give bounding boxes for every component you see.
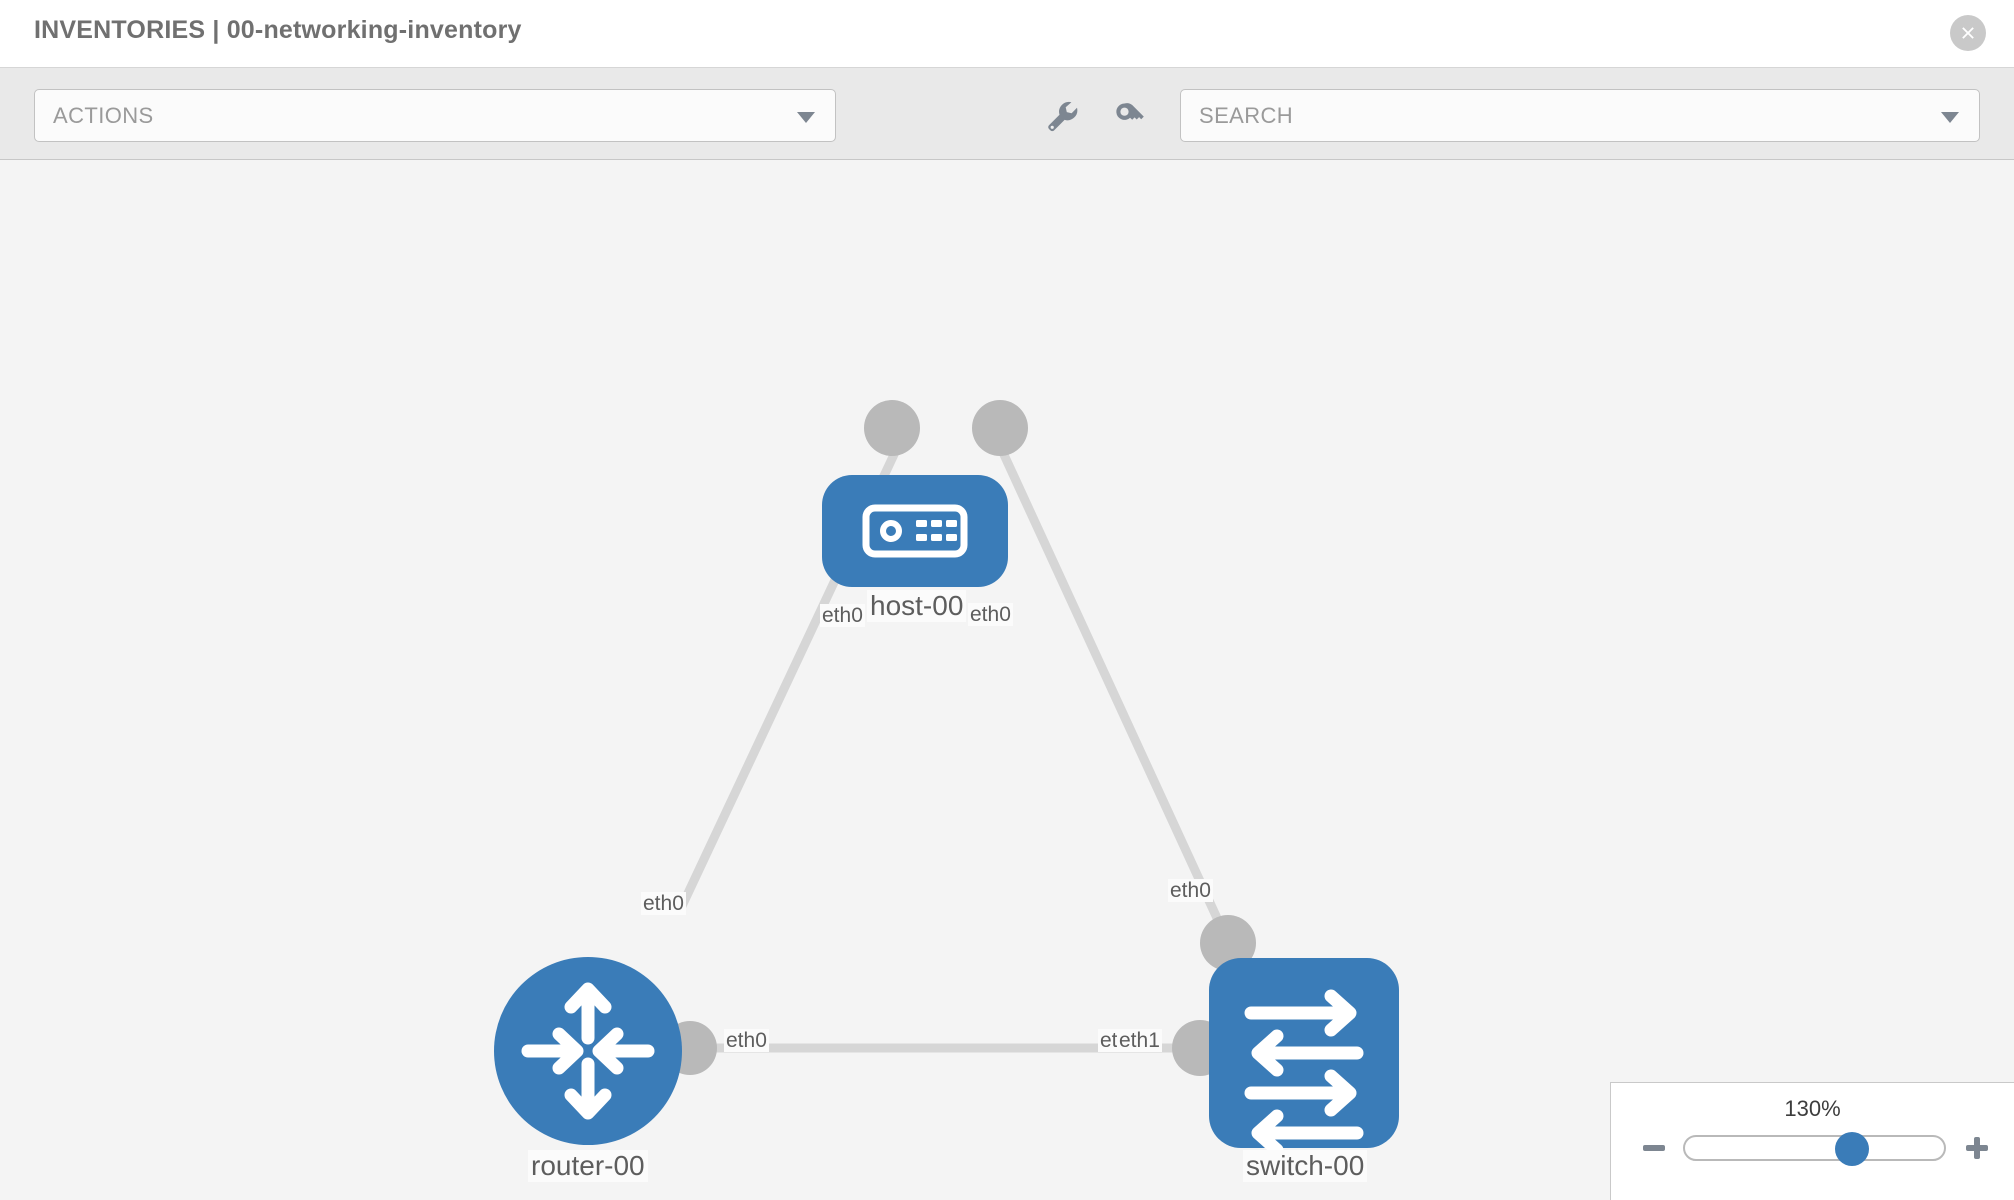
node-label-switch-00: switch-00 bbox=[1243, 1150, 1368, 1183]
zoom-level-label: 130% bbox=[1784, 1096, 1841, 1121]
edge-host00-switch00 bbox=[995, 441, 1233, 947]
switch-icon bbox=[1244, 989, 1364, 1157]
edge-label: eth0 bbox=[968, 603, 1013, 627]
actions-dropdown-label: ACTIONS bbox=[53, 103, 154, 128]
search-placeholder: SEARCH bbox=[1199, 103, 1294, 128]
node-host-00 bbox=[822, 475, 1008, 587]
zoom-slider-thumb[interactable] bbox=[1835, 1132, 1869, 1166]
zoom-in-button[interactable] bbox=[1960, 1131, 1994, 1165]
node-router-00 bbox=[494, 957, 682, 1145]
edge-label: eth0 bbox=[1168, 879, 1213, 903]
server-icon bbox=[862, 504, 968, 558]
wrench-icon[interactable] bbox=[1040, 94, 1084, 138]
port-host00-eth0-right bbox=[972, 400, 1028, 456]
zoom-out-button[interactable] bbox=[1637, 1131, 1671, 1165]
router-icon bbox=[521, 982, 655, 1120]
actions-dropdown[interactable]: ACTIONS bbox=[34, 89, 836, 142]
zoom-slider[interactable] bbox=[1683, 1132, 1946, 1166]
node-label-host-00: host-00 bbox=[867, 590, 967, 623]
page-title: INVENTORIES | 00-networking-inventory bbox=[34, 16, 522, 44]
toolbar: ACTIONS SEARCH bbox=[0, 68, 2014, 160]
chevron-down-icon[interactable] bbox=[1941, 111, 1959, 123]
zoom-control: 130% bbox=[1610, 1082, 2014, 1200]
topology-graph bbox=[494, 400, 1399, 1157]
search-input[interactable]: SEARCH bbox=[1180, 89, 1980, 142]
node-label-router-00: router-00 bbox=[528, 1150, 648, 1183]
chevron-down-icon bbox=[797, 111, 815, 123]
node-switch-00 bbox=[1209, 958, 1399, 1157]
key-icon[interactable] bbox=[1107, 94, 1151, 138]
node-router-00-shape bbox=[494, 957, 682, 1145]
edge-label: eth1 bbox=[1117, 1029, 1162, 1053]
close-icon[interactable] bbox=[1950, 15, 1986, 51]
edge-label: eth0 bbox=[820, 604, 865, 628]
node-host-00-shape bbox=[822, 475, 1008, 587]
edge-label: eth0 bbox=[724, 1029, 769, 1053]
page-header: INVENTORIES | 00-networking-inventory bbox=[0, 0, 2014, 68]
port-switch00-eth0 bbox=[1200, 915, 1256, 971]
topology-canvas[interactable]: eth0 eth0 eth0 eth0 eth0 eth eth1 host-0… bbox=[0, 160, 2014, 1200]
port-host00-eth0-left bbox=[864, 400, 920, 456]
edge-label: eth0 bbox=[641, 892, 686, 916]
